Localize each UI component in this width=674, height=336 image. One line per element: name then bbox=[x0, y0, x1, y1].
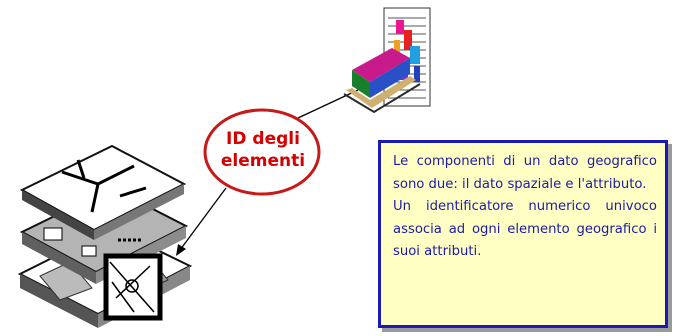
note-box: Le componenti di un dato geografico sono… bbox=[378, 140, 668, 328]
oval-label-line2: elementi bbox=[220, 151, 306, 171]
map-layers-icon bbox=[17, 144, 193, 328]
connector-database-to-oval bbox=[297, 89, 359, 119]
connector-oval-to-layers bbox=[179, 187, 227, 251]
id-oval bbox=[203, 108, 321, 196]
oval-label: ID degli elementi bbox=[200, 128, 326, 172]
note-paragraph-2: Un identificatore numerico univoco assoc… bbox=[393, 199, 657, 260]
database-icon bbox=[343, 7, 431, 114]
arrowhead bbox=[176, 244, 186, 256]
oval-label-line1: ID degli bbox=[226, 129, 300, 149]
note-paragraph-1: Le componenti di un dato geografico sono… bbox=[393, 154, 657, 192]
